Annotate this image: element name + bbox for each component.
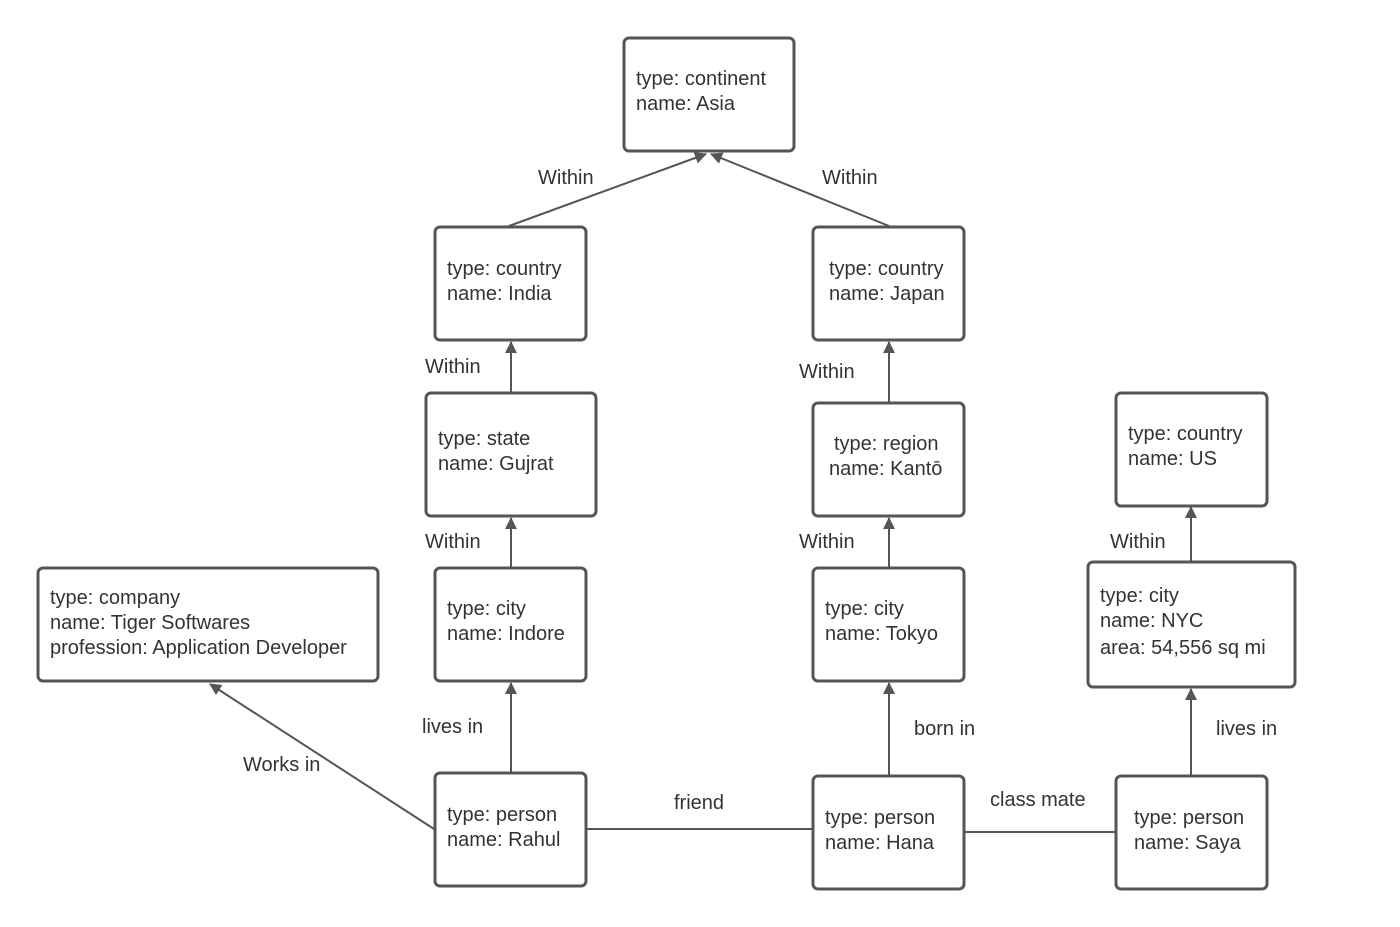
node-name-label: name: Gujrat: [438, 453, 554, 475]
node-area-label: area: 54,556 sq mi: [1100, 637, 1266, 659]
node-asia: type: continent name: Asia: [622, 36, 796, 153]
node-nyc: type: city name: NYC area: 54,556 sq mi: [1086, 560, 1297, 689]
node-saya: type: person name: Saya: [1114, 774, 1269, 891]
node-type-label: type: continent: [636, 68, 767, 90]
node-name-label: name: US: [1128, 448, 1217, 470]
nodes: type: continent name: Asia type: country…: [36, 36, 1297, 891]
node-type-label: type: country: [447, 258, 562, 280]
node-name-label: name: Asia: [636, 93, 736, 115]
node-company: type: company name: Tiger Softwares prof…: [36, 566, 380, 683]
node-box: [433, 225, 588, 342]
node-indore: type: city name: Indore: [433, 566, 588, 683]
node-name-label: name: NYC: [1100, 610, 1203, 632]
node-japan: type: country name: Japan: [811, 225, 966, 342]
node-box: [811, 401, 966, 518]
node-hana: type: person name: Hana: [811, 774, 966, 891]
node-name-label: name: Japan: [829, 283, 945, 305]
edge-label-rahul-company: Works in: [243, 754, 320, 776]
node-name-label: name: Tokyo: [825, 623, 938, 645]
node-type-label: type: person: [1134, 807, 1244, 829]
node-box: [1086, 560, 1297, 689]
node-type-label: type: region: [834, 433, 939, 455]
node-kanto: type: region name: Kantō: [811, 401, 966, 518]
edge-label-india-asia: Within: [538, 167, 594, 189]
node-type-label: type: company: [50, 587, 180, 609]
node-box: [1114, 391, 1269, 508]
node-box: [433, 566, 588, 683]
node-type-label: type: city: [1100, 585, 1179, 607]
node-box: [811, 566, 966, 683]
node-name-label: name: Rahul: [447, 829, 560, 851]
node-rahul: type: person name: Rahul: [433, 771, 588, 888]
node-name-label: name: India: [447, 283, 552, 305]
edge-label-indore-gujrat: Within: [425, 531, 481, 553]
node-tokyo: type: city name: Tokyo: [811, 566, 966, 683]
edge-label-hana-saya: class mate: [990, 789, 1086, 811]
node-type-label: type: state: [438, 428, 530, 450]
edge-label-rahul-indore: lives in: [422, 716, 483, 738]
node-box: [811, 774, 966, 891]
edge-label-rahul-hana: friend: [674, 792, 724, 814]
edge-label-japan-asia: Within: [822, 167, 878, 189]
edge-labels: Within Within Within Within Within Withi…: [243, 167, 1277, 814]
edge-label-hana-tokyo: born in: [914, 718, 975, 740]
node-box: [424, 391, 598, 518]
node-name-label: name: Kantō: [829, 458, 942, 480]
edges: [209, 152, 1197, 833]
node-profession-label: profession: Application Developer: [50, 637, 347, 659]
edge-rahul-company: [209, 683, 435, 830]
edge-india-asia: [508, 152, 707, 227]
edge-label-nyc-us: Within: [1110, 531, 1166, 553]
node-box: [36, 566, 380, 683]
node-type-label: type: country: [1128, 423, 1243, 445]
node-name-label: name: Saya: [1134, 832, 1242, 854]
edge-japan-asia: [710, 152, 890, 227]
node-box: [811, 225, 966, 342]
node-type-label: type: city: [447, 598, 526, 620]
node-name-label: name: Indore: [447, 623, 565, 645]
node-type-label: type: person: [447, 804, 557, 826]
edge-label-kanto-japan: Within: [799, 361, 855, 383]
node-type-label: type: person: [825, 807, 935, 829]
node-us: type: country name: US: [1114, 391, 1269, 508]
node-box: [622, 36, 796, 153]
node-box: [433, 771, 588, 888]
node-type-label: type: country: [829, 258, 944, 280]
node-box: [1114, 774, 1269, 891]
edge-label-saya-nyc: lives in: [1216, 718, 1277, 740]
edge-label-gujrat-india: Within: [425, 356, 481, 378]
edge-label-tokyo-kanto: Within: [799, 531, 855, 553]
node-type-label: type: city: [825, 598, 904, 620]
node-name-label: name: Hana: [825, 832, 935, 854]
node-gujrat: type: state name: Gujrat: [424, 391, 598, 518]
node-india: type: country name: India: [433, 225, 588, 342]
node-name-label: name: Tiger Softwares: [50, 612, 250, 634]
